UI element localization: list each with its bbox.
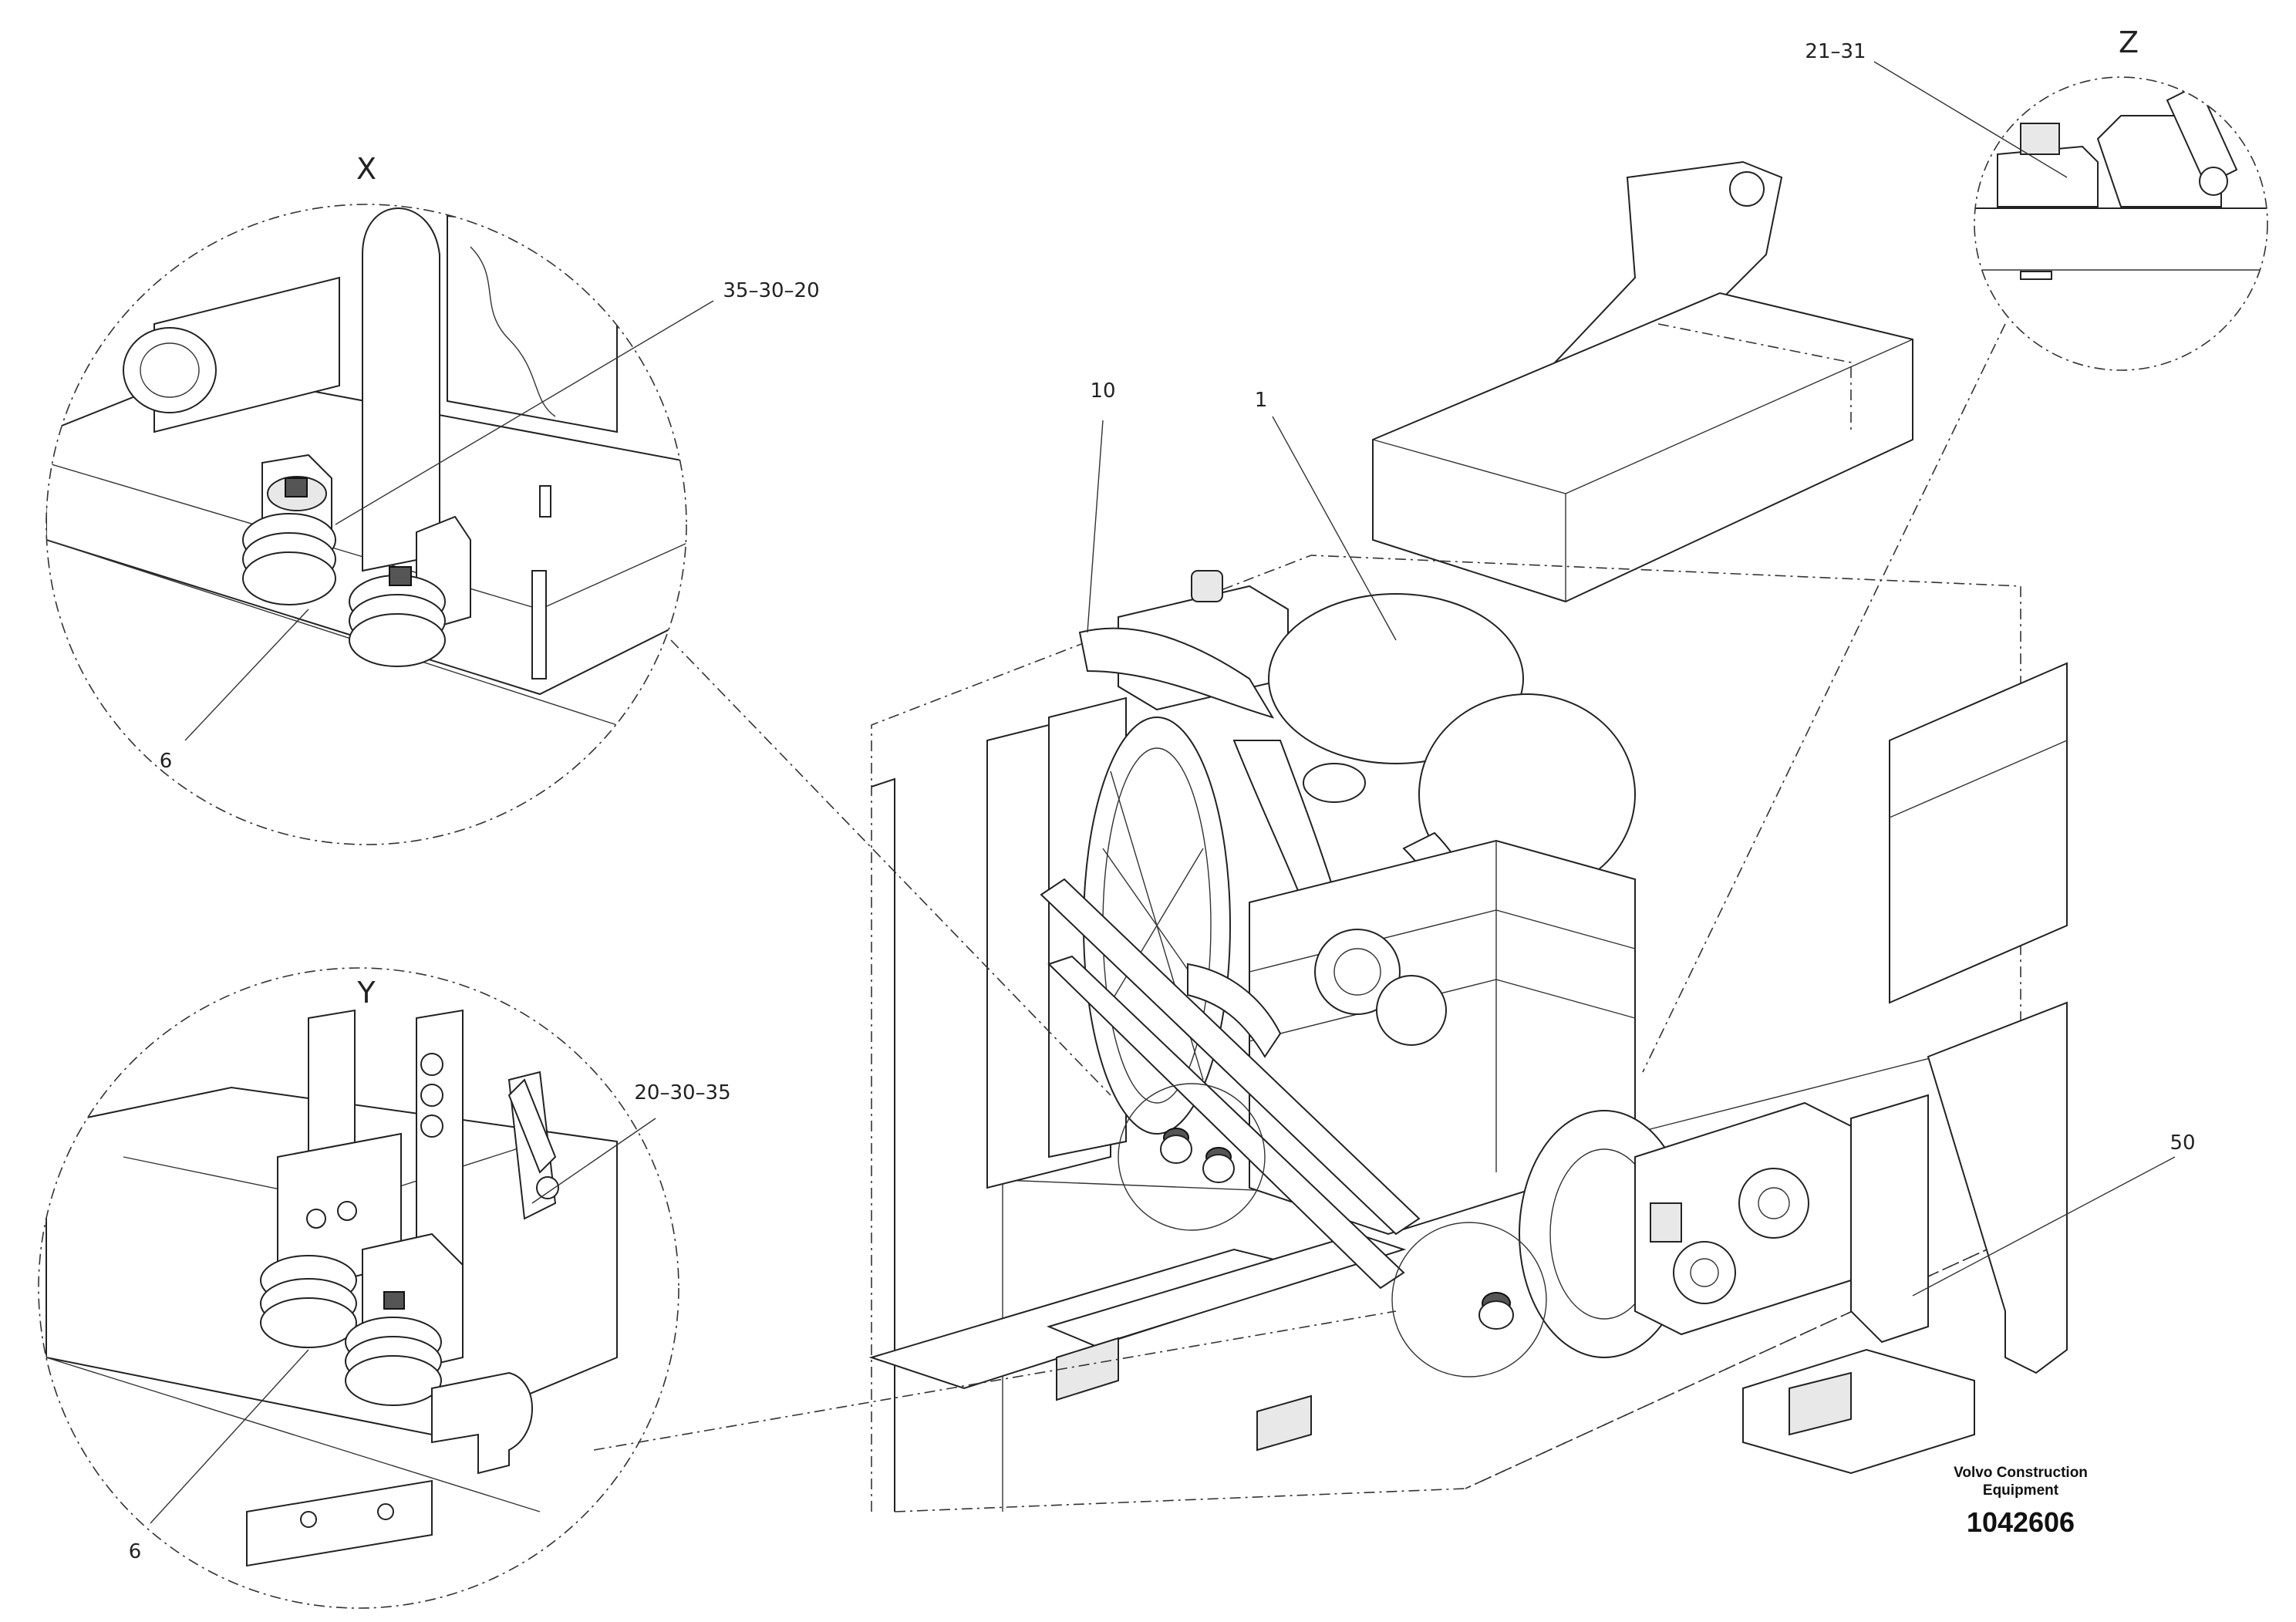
transmission <box>1519 1101 1852 1358</box>
company-name-line2: Equipment <box>1982 1482 2059 1499</box>
detail-view-y: Y <box>38 967 679 1609</box>
detail-view-z: Z <box>1974 25 2268 371</box>
main-engine-assembly <box>868 160 2068 1512</box>
callout-21-31: 21–31 <box>1805 40 1866 63</box>
callout-50: 50 <box>2170 1131 2195 1155</box>
air-filter <box>1078 593 1636 949</box>
engine-block <box>1040 839 1636 1290</box>
leader-lines <box>150 61 2176 1524</box>
company-name-line1: Volvo Construction <box>1954 1465 2088 1481</box>
callout-10: 10 <box>1090 379 1115 403</box>
callout-20-30-35: 20–30–35 <box>634 1081 730 1104</box>
callouts: 35–30–20 6 20–30–35 6 21–31 10 1 50 <box>129 40 2196 1563</box>
machine-frame <box>868 555 2068 1512</box>
callout-1: 1 <box>1255 389 1268 412</box>
callout-35-30-20: 35–30–20 <box>723 279 819 302</box>
mount-view-ring-rear <box>1391 1222 1547 1378</box>
detail-view-x: X <box>46 152 687 845</box>
callout-6-view-x: 6 <box>160 750 173 773</box>
rear-frame <box>1372 160 1913 603</box>
view-y-label: Y <box>356 976 376 1010</box>
mount-view-ring-front <box>1118 1083 1266 1231</box>
view-x-label: X <box>356 152 376 186</box>
callout-6-view-y: 6 <box>129 1540 142 1563</box>
view-z-label: Z <box>2119 25 2139 59</box>
drawing-number: 1042606 <box>1966 1506 2075 1538</box>
title-block: Volvo Construction Equipment 1042606 <box>1928 1464 2113 1539</box>
